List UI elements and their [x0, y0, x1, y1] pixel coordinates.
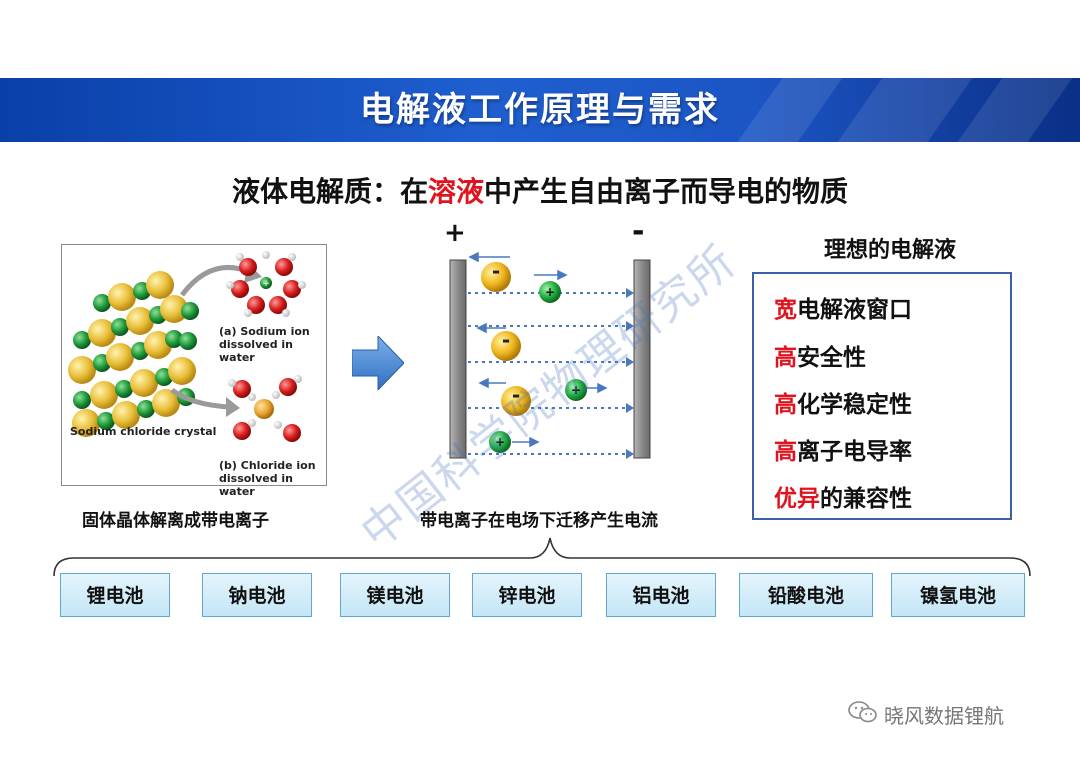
caption-left: 固体晶体解离成带电离子	[82, 511, 269, 531]
label-b-line2: dissolved in water	[219, 472, 294, 498]
ideal-item: 高安全性	[774, 338, 866, 372]
battery-nickel-metal-hydride: 镍氢电池	[891, 573, 1025, 617]
caption-middle: 带电离子在电场下迁移产生电流	[420, 511, 658, 531]
negative-electrode	[633, 259, 651, 459]
label-crystal: Sodium chloride crystal	[70, 425, 217, 438]
svg-text:+: +	[262, 279, 270, 289]
ideal-item-text: 安全性	[797, 345, 866, 371]
svg-text:-: -	[492, 259, 500, 283]
nacl-dissolution-figure: + (a) Sodium ion dissolved in water Sodi…	[61, 244, 327, 498]
svg-text:-: -	[512, 383, 520, 407]
title-banner: 电解液工作原理与需求	[0, 78, 1080, 142]
ideal-item-highlight: 高	[774, 439, 797, 465]
svg-text:-: -	[502, 328, 510, 352]
battery-lead-acid: 铅酸电池	[739, 573, 873, 617]
positive-sign: +	[444, 218, 466, 248]
label-sodium-ion: (a) Sodium ion dissolved in water	[219, 325, 326, 364]
wechat-icon	[848, 701, 877, 723]
ideal-item: 宽电解液窗口	[774, 290, 912, 324]
subtitle-suffix: 中产生自由离子而导电的物质	[484, 175, 849, 208]
ideal-item-highlight: 高	[774, 392, 797, 418]
ideal-item-highlight: 优异	[774, 486, 820, 512]
chloride-ion-hydrated	[228, 375, 302, 442]
svg-text:+: +	[495, 435, 505, 449]
ideal-item-highlight: 高	[774, 345, 797, 371]
ideal-item-text: 化学稳定性	[797, 392, 912, 418]
brand-name: 晓风数据锂航	[884, 704, 1004, 728]
label-a-tag: (a)	[219, 325, 237, 338]
cations: + + +	[489, 281, 587, 453]
svg-text:+: +	[571, 383, 581, 397]
subtitle: 液体电解质：在溶液中产生自由离子而导电的物质	[0, 170, 1080, 210]
battery-aluminum: 铝电池	[606, 573, 716, 617]
sodium-ion-hydrated: +	[226, 251, 306, 317]
grouping-brace	[53, 537, 1031, 577]
ideal-item-highlight: 宽	[774, 297, 797, 323]
crystal-lattice	[68, 271, 199, 437]
battery-zinc: 锌电池	[472, 573, 582, 617]
ideal-item: 优异的兼容性	[774, 479, 912, 513]
ideal-item: 高离子电导率	[774, 432, 912, 466]
ion-motion-arrows	[468, 251, 608, 448]
subtitle-prefix: 液体电解质：在	[231, 175, 428, 208]
ideal-electrolyte-box: 宽电解液窗口 高安全性 高化学稳定性 高离子电导率 优异的兼容性	[752, 272, 1012, 520]
label-b-tag: (b)	[219, 459, 237, 472]
label-b-line1: Chloride ion	[240, 459, 316, 472]
process-arrow-icon	[352, 336, 404, 390]
battery-sodium: 钠电池	[202, 573, 312, 617]
label-a-line2: dissolved in water	[219, 338, 294, 364]
ion-migration-diagram: - - - + + +	[449, 251, 651, 459]
ideal-item-text: 离子电导率	[797, 439, 912, 465]
ideal-item: 高化学稳定性	[774, 385, 912, 419]
battery-magnesium: 镁电池	[340, 573, 450, 617]
svg-text:+: +	[545, 285, 555, 299]
label-chloride-ion: (b) Chloride ion dissolved in water	[219, 459, 326, 498]
anions: - - -	[481, 259, 531, 416]
negative-sign: -	[632, 214, 645, 249]
ideal-item-text: 的兼容性	[820, 486, 912, 512]
label-a-line1: Sodium ion	[240, 325, 310, 338]
field-arrowheads	[626, 288, 634, 459]
brand: 晓风数据锂航	[848, 700, 1004, 729]
page-title: 电解液工作原理与需求	[360, 90, 720, 130]
battery-lithium: 锂电池	[60, 573, 170, 617]
subtitle-highlight: 溶液	[427, 175, 484, 208]
ideal-title: 理想的电解液	[823, 238, 956, 263]
positive-electrode	[449, 259, 467, 459]
dissolve-arrow-bottom	[170, 387, 231, 410]
nacl-illustration: +	[68, 251, 306, 442]
ideal-item-text: 电解液窗口	[797, 297, 912, 323]
